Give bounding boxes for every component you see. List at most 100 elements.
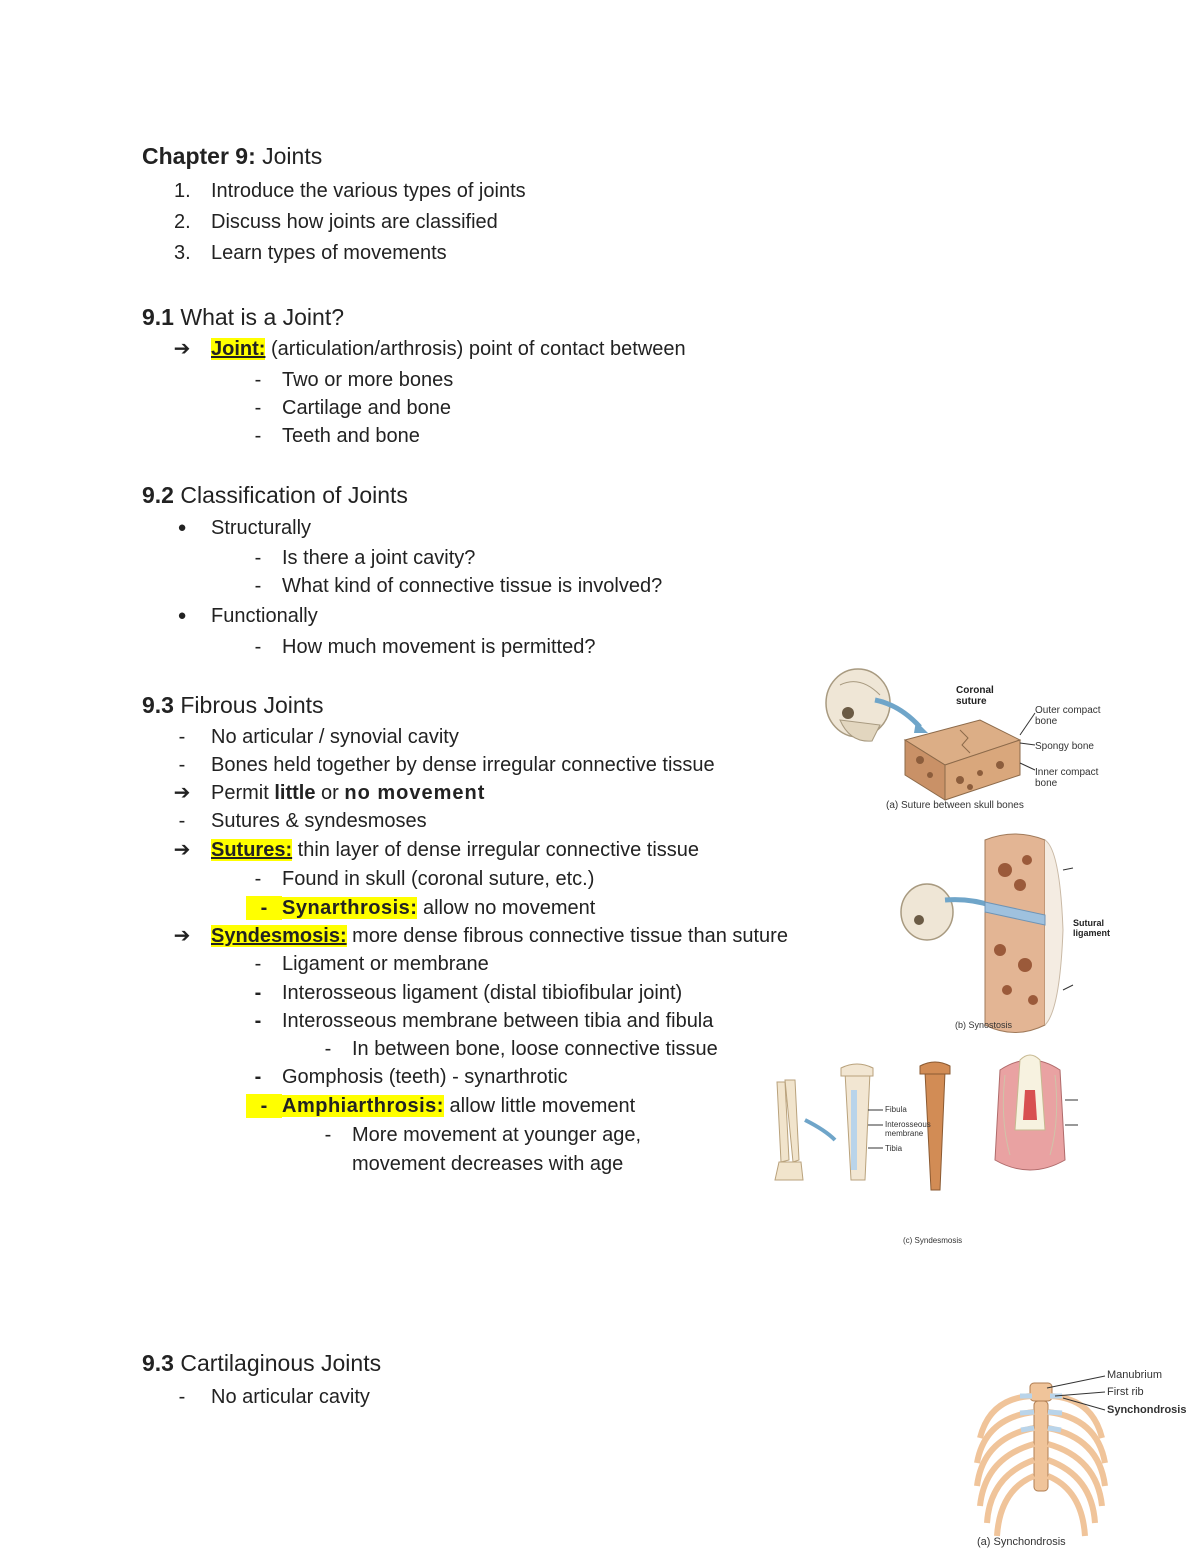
chapter-heading: Chapter 9: Joints [142, 144, 322, 168]
first-rib-label: First rib [1107, 1386, 1144, 1398]
objective-text: Learn types of movements [211, 242, 447, 264]
amphiarthrosis-term: Amphiarthrosis: [282, 1095, 444, 1117]
syndesmosis-caption: (c) Syndesmosis [903, 1236, 963, 1245]
syndesmosis-figure: Fibula Interosseous membrane Tibia (c) S… [765, 1050, 1130, 1245]
list-item-text: Found in skull (coronal suture, etc.) [282, 868, 595, 890]
list-item-text: No articular cavity [211, 1386, 370, 1408]
dash-marker: - [178, 726, 186, 748]
list-item-text: Cartilage and bone [282, 397, 452, 419]
section-title-text: Fibrous Joints [173, 692, 324, 718]
outer-compact-bone-label: Outer compact bone [1035, 705, 1101, 727]
section-title-text: Classification of Joints [173, 482, 408, 508]
list-item-text: No articular / synovial cavity [211, 726, 459, 748]
text-fragment: or [315, 782, 345, 804]
dash-marker: - [246, 896, 282, 920]
suture-caption: (a) Suture between skull bones [886, 800, 1024, 811]
arrow-marker: ➔ [173, 782, 191, 804]
fibula-label: Fibula [885, 1105, 907, 1114]
list-item-text: Interosseous ligament (distal tibiofibul… [282, 982, 683, 1004]
objective-number: 1. [174, 180, 191, 202]
synchondrosis-figure: Manubrium First rib Synchondrosis (a) Sy… [965, 1368, 1195, 1548]
objective-text: Discuss how joints are classified [211, 211, 498, 233]
joint-term: Joint: [211, 338, 266, 360]
inner-compact-bone-label: Inner compact bone [1035, 767, 1099, 789]
tibia-label: Tibia [885, 1144, 903, 1153]
synarthrosis-term: Synarthrosis: [282, 897, 418, 919]
synostosis-figure: Sutural ligament (b) Synostosis [895, 830, 1125, 1035]
dash-marker: - [254, 636, 262, 658]
dash-marker: - [254, 575, 262, 597]
list-item-text: What kind of connective tissue is involv… [282, 575, 663, 597]
dash-marker: - [178, 754, 186, 776]
section-number: 9.1 [142, 304, 174, 330]
list-item-text: Ligament or membrane [282, 953, 489, 975]
list-item-continuation: movement decreases with age [352, 1152, 623, 1176]
synchondrosis-label: Synchondrosis [1107, 1404, 1187, 1416]
sutures-definition-text: thin layer of dense irregular connective… [292, 839, 700, 861]
dash-marker: - [254, 868, 262, 890]
objective-item: 1. Introduce the various types of joints [174, 179, 526, 203]
list-item-text: More movement at younger age, [352, 1124, 642, 1146]
dash-marker: - [254, 397, 262, 419]
chapter-heading-rest: Joints [255, 143, 323, 169]
dash-marker: - [178, 810, 186, 832]
list-item-text: Bones held together by dense irregular c… [211, 754, 715, 776]
list-item-text: In between bone, loose connective tissue [352, 1038, 718, 1060]
dash-marker: - [324, 1038, 332, 1060]
section-title-text: Cartilaginous Joints [173, 1350, 382, 1376]
synostosis-caption: (b) Synostosis [955, 1020, 1013, 1030]
section-title-text: What is a Joint? [173, 304, 345, 330]
coronal-suture-label: Coronal suture [956, 685, 994, 707]
list-item-text: How much movement is permitted? [282, 636, 596, 658]
dash-marker: - [254, 369, 262, 391]
bullet-marker: ● [177, 607, 187, 624]
sutures-term: Sutures: [211, 839, 293, 861]
dash-marker: - [254, 1066, 262, 1088]
list-item-text: Sutures & syndesmoses [211, 810, 427, 832]
dash-marker: - [246, 1094, 282, 1118]
objective-number: 2. [174, 211, 191, 233]
section-9-3-title: 9.3 Fibrous Joints [142, 693, 324, 717]
section-9-1-title: 9.1 What is a Joint? [142, 305, 344, 329]
section-number: 9.3 [142, 1350, 174, 1376]
syndesmosis-term: Syndesmosis: [211, 925, 347, 947]
interosseous-membrane-label: Interosseous membrane [885, 1120, 931, 1138]
amphiarthrosis-text: allow little movement [443, 1095, 636, 1117]
objective-item: 2. Discuss how joints are classified [174, 210, 498, 234]
text-bold: little [274, 782, 316, 804]
objective-text: Introduce the various types of joints [211, 180, 526, 202]
list-item-text: Interosseous membrane between tibia and … [282, 1010, 714, 1032]
list-item-text: Two or more bones [282, 369, 454, 391]
dash-marker: - [254, 547, 262, 569]
arrow-marker: ➔ [173, 338, 191, 360]
list-item-text: Gomphosis (teeth) - synarthrotic [282, 1066, 568, 1088]
list-item-text: movement decreases with age [352, 1153, 624, 1175]
spongy-bone-label: Spongy bone [1035, 741, 1094, 752]
section-number: 9.2 [142, 482, 174, 508]
list-item-text: Teeth and bone [282, 425, 420, 447]
dash-marker: - [254, 982, 262, 1004]
bullet-text: Functionally [211, 605, 318, 627]
text-fragment: Permit [211, 782, 275, 804]
dash-marker: - [324, 1124, 332, 1146]
sutural-ligament-label: Sutural ligament [1073, 918, 1111, 938]
arrow-marker: ➔ [173, 925, 191, 947]
dash-marker: - [178, 1386, 186, 1408]
dash-marker: - [254, 1010, 262, 1032]
section-9-3-cartilaginous-title: 9.3 Cartilaginous Joints [142, 1351, 381, 1375]
chapter-heading-bold: Chapter 9: [142, 143, 256, 169]
bullet-text: Structurally [211, 517, 312, 539]
synchondrosis-caption: (a) Synchondrosis [977, 1536, 1066, 1548]
suture-figure: Coronal suture Outer compact bone Spongy… [820, 665, 1120, 815]
manubrium-label: Manubrium [1107, 1369, 1163, 1381]
arrow-marker: ➔ [173, 839, 191, 861]
section-number: 9.3 [142, 692, 174, 718]
objective-item: 3. Learn types of movements [174, 241, 447, 265]
list-item-text: Is there a joint cavity? [282, 547, 476, 569]
dash-marker: - [254, 953, 262, 975]
objective-number: 3. [174, 242, 191, 264]
text-bold: no movement [344, 782, 486, 804]
syndesmosis-text: more dense fibrous connective tissue tha… [346, 925, 788, 947]
joint-definition-text: (articulation/arthrosis) point of contac… [265, 338, 686, 360]
dash-marker: - [254, 425, 262, 447]
